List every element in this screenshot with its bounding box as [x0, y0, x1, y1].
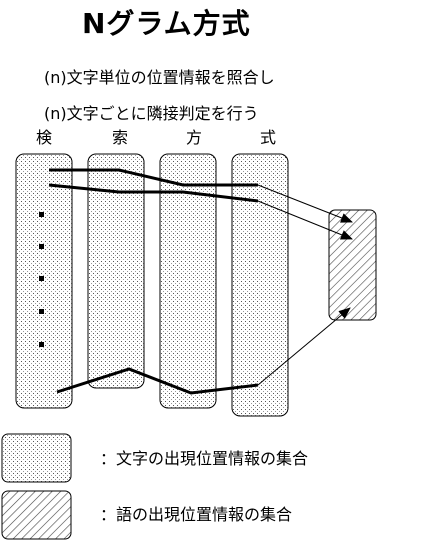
column-label-1: 検: [36, 128, 53, 147]
legend-dotted-swatch: [1, 433, 72, 483]
char-set-column-4: [231, 153, 289, 417]
arrow-1: [257, 184, 353, 223]
column-label-3: 方: [186, 128, 203, 147]
description-line-1: (n)文字単位の位置情報を照合し: [44, 68, 275, 87]
column-label-2: 索: [112, 128, 129, 147]
match-path-1: [49, 168, 258, 187]
column-label-4: 式: [260, 128, 277, 147]
match-path-3: [56, 367, 259, 395]
char-set-column-3: [159, 153, 217, 409]
match-path-2: [48, 183, 259, 203]
word-set-box: [328, 209, 377, 321]
arrow-2: [257, 200, 353, 240]
legend-hatched-label: ：語の出現位置情報の集合: [100, 505, 293, 524]
description-line-2: (n)文字ごとに隣接判定を行う: [44, 104, 259, 123]
legend-hatched-swatch: [1, 490, 72, 540]
ellipsis-dots: [39, 212, 44, 347]
diagram-title: Nグラム方式: [82, 7, 251, 40]
legend-dotted-label: ：文字の出現位置情報の集合: [100, 449, 309, 468]
char-set-column-2: [87, 153, 145, 389]
arrow-3: [257, 307, 351, 386]
